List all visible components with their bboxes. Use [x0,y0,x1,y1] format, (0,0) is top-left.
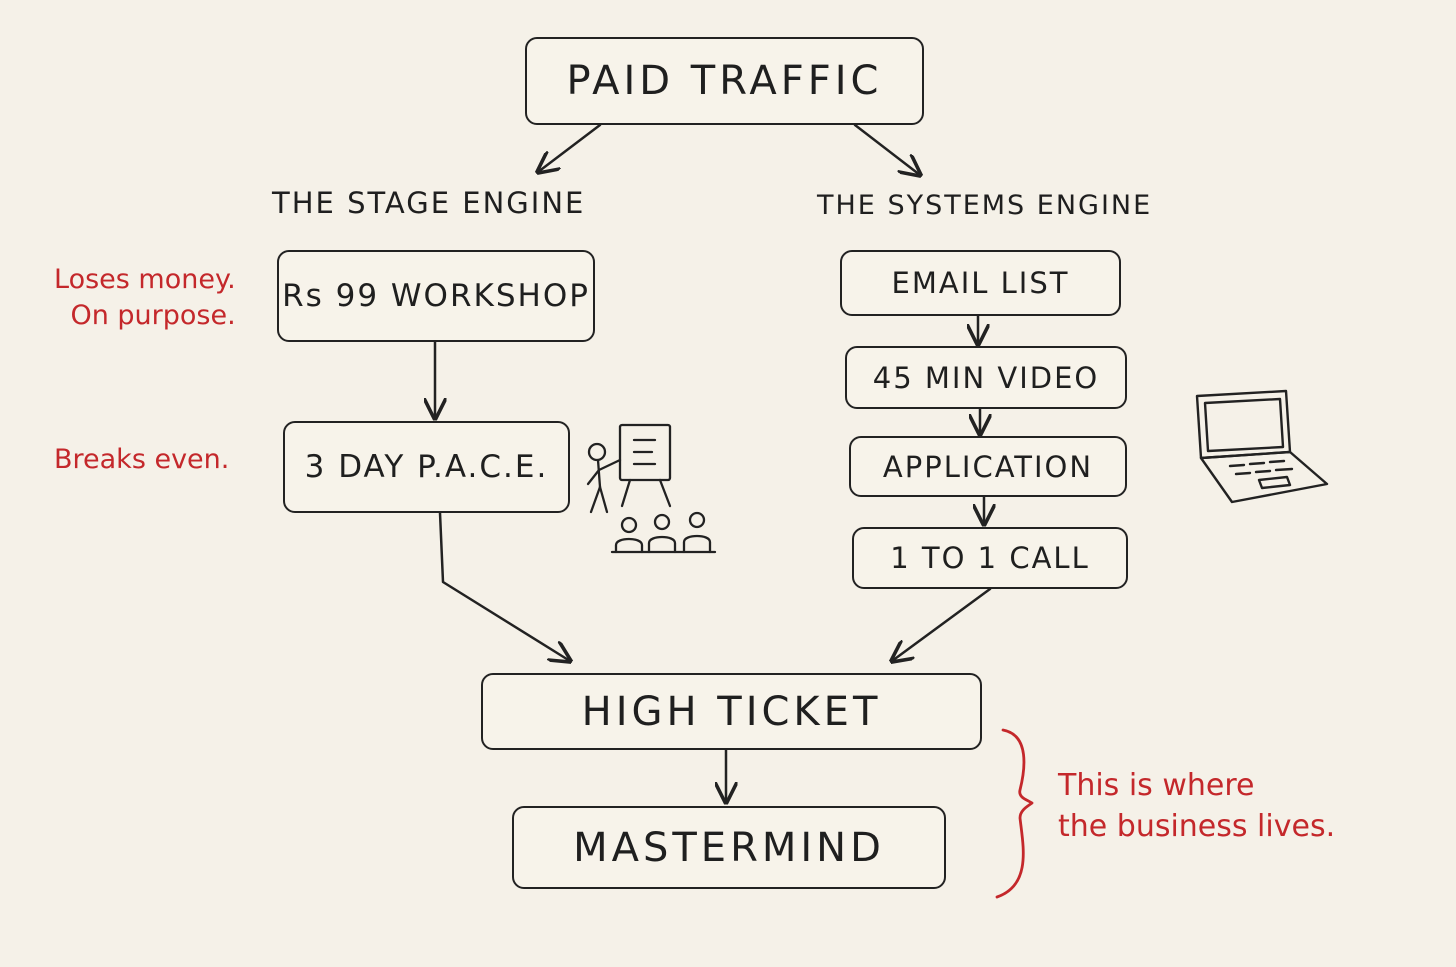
presenter-with-audience-icon [586,423,717,554]
arrow-traffic-to-systems [853,123,920,175]
email-list-label: EMAIL LIST [891,266,1070,300]
high-ticket-label: HIGH TICKET [581,688,882,735]
workshop-box: Rs 99 WORKSHOP [277,250,595,342]
application-box: APPLICATION [849,436,1127,497]
systems-engine-title: THE SYSTEMS ENGINE [817,190,1153,221]
business-lives-note: This is where the business lives. [1058,766,1335,847]
call-label: 1 TO 1 CALL [890,541,1090,575]
business-lives-line-1: This is where [1058,768,1255,803]
arrow-traffic-to-stage [538,123,602,172]
loses-money-line-1: Loses money. [54,264,236,295]
email-list-box: EMAIL LIST [840,250,1121,316]
brace-icon [995,728,1034,899]
mastermind-box: MASTERMIND [512,806,946,889]
video-box: 45 MIN VIDEO [845,346,1127,409]
high-ticket-box: HIGH TICKET [481,673,982,750]
arrow-call-to-high-ticket [892,587,992,661]
paid-traffic-label: PAID TRAFFIC [566,58,883,104]
pace-label: 3 DAY P.A.C.E. [304,449,549,485]
call-box: 1 TO 1 CALL [852,527,1128,589]
laptop-icon [1195,389,1329,504]
loses-money-note: Loses money. On purpose. [54,262,236,335]
mastermind-label: MASTERMIND [573,824,885,871]
pace-box: 3 DAY P.A.C.E. [283,421,570,513]
application-label: APPLICATION [882,449,1094,484]
breaks-even-note: Breaks even. [54,444,230,475]
workshop-label: Rs 99 WORKSHOP [282,278,590,314]
loses-money-line-2: On purpose. [70,300,236,332]
video-label: 45 MIN VIDEO [872,360,1100,395]
paid-traffic-box: PAID TRAFFIC [525,37,924,125]
business-lives-line-2: the business lives. [1058,808,1336,844]
stage-engine-title: THE STAGE ENGINE [272,186,586,220]
arrow-pace-to-high-ticket [438,511,570,661]
